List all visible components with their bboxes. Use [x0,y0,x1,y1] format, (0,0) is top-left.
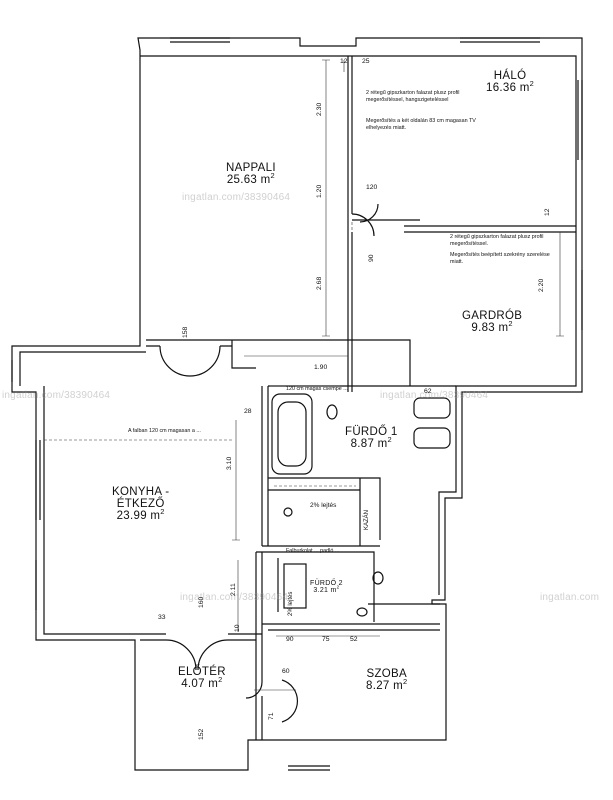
bathroom-block [261,386,381,547]
dimension-label: 12 [340,58,348,65]
note-gardrob-wall: 2 rétegű gipszkarton falazat plusz profi… [450,234,544,247]
bathroom2-block [255,551,440,650]
room-area: 8.27 m2 [366,677,408,693]
partition-nappali-halo [347,56,353,392]
note-furdo1-tiles: 120 cm magas csempe ... [286,386,348,392]
note-furdo1-slope: 2% lejtés [310,502,337,509]
dimension-label: 90 [286,636,294,643]
dimension-label: 71 [268,712,275,720]
washbasin-1 [413,397,451,419]
room-eloter: ELŐTÉR 4.07 m2 [178,666,226,690]
dimension-label: 2.30 [316,102,323,116]
door-arcs [159,203,379,723]
note-konyha-wall: A falban 120 cm magasan a ... [128,428,201,434]
dimension-label: 158 [182,326,189,338]
room-name: FÜRDŐ 2 [310,580,343,587]
room-area: 16.36 m2 [486,79,535,95]
room-name: KONYHA - [112,486,170,498]
dimension-label: 1.90 [314,364,328,371]
toilet-2 [372,571,384,585]
shower-tray [283,563,307,609]
dimension-label: 75 [322,636,330,643]
bathtub [271,393,313,475]
room-name: NAPPALI [226,162,276,174]
watermark: ingatlan.com [540,592,600,603]
room-name: ELŐTÉR [178,666,226,678]
dashed-lines [44,222,356,487]
bathtub-inner [277,401,307,467]
dimension-label: 52 [350,636,358,643]
dimension-label: 120 [366,184,378,191]
dimension-label: 62 [424,388,432,395]
dimension-label: 10 [234,624,241,632]
room-name: ÉTKEZŐ [116,498,165,511]
dimension-label: 2.20 [538,278,545,292]
sink-2 [356,607,368,617]
dimension-label: 33 [158,614,166,621]
watermark: ingatlan.com/38390464 [180,592,289,603]
dimension-label: 2.11 [230,583,237,596]
room-gardrob: GARDRÓB 9.83 m2 [462,310,522,334]
watermark: ingatlan.com/38390464 [182,192,291,203]
note-halo-wall: 2 rétegű gipszkarton falazat plusz profi… [366,90,460,103]
room-furdo2: FÜRDŐ 2 3.21 m2 [310,580,343,595]
watermark: ingatlan.com/38390464 [380,390,489,401]
dimension-label: 28 [244,408,252,415]
room-furdo1: FÜRDŐ 1 8.87 m2 [345,426,398,450]
dimension-label: 1.20 [316,184,323,198]
room-area: 4.07 m2 [181,675,223,691]
dimension-label: 25 [362,58,370,65]
room-name: HÁLÓ [493,70,527,82]
floor-drain [283,507,293,517]
note-furdo2-tiles: Falburkolat ... padló ... [286,548,340,554]
room-area: 9.83 m2 [471,319,513,335]
dimension-label: 160 [198,596,205,608]
note-furdo2-slope: 2% lejtés [288,591,294,616]
outer-wall [11,37,583,771]
dimension-label: 152 [198,728,205,740]
toilet-1 [326,404,338,420]
room-area: 23.99 m2 [116,507,165,523]
room-name: GARDRÓB [462,310,523,322]
room-halo: HÁLÓ 16.36 m2 [486,70,534,94]
windows [11,37,583,771]
room-area: 3.21 m2 [313,585,340,595]
washbasin-2 [413,427,451,449]
watermark: ingatlan.com/38390464 [2,390,111,401]
room-konyha: KONYHA - ÉTKEZŐ 23.99 m2 [112,486,169,522]
note-halo-tv: Megerősítés a két oldalán 83 cm magasan … [366,118,476,131]
room-name: SZOBA [366,668,407,680]
partition-nappali-bottom [146,339,232,347]
dimension-label: 90 [368,254,375,262]
note-gardrob-cabinet: Megerősítés beépített szekrény szerelése… [450,252,550,265]
dimension-label: 60 [282,668,290,675]
partition-bath-top [231,339,456,387]
room-name: FÜRDŐ 1 [345,426,398,438]
room-nappali: NAPPALI 25.63 m2 [226,162,276,186]
dimension-label: 12 [544,208,551,216]
label-kazan: KAZÁN [364,509,370,530]
dimension-lines [232,59,564,691]
partition-halo-gardrob [352,219,576,233]
dimension-label: 3.10 [226,456,233,470]
room-szoba: SZOBA 8.27 m2 [366,668,407,692]
dimension-label: 2.68 [316,276,323,290]
room-area: 8.87 m2 [350,435,392,451]
room-area: 25.63 m2 [226,171,275,187]
